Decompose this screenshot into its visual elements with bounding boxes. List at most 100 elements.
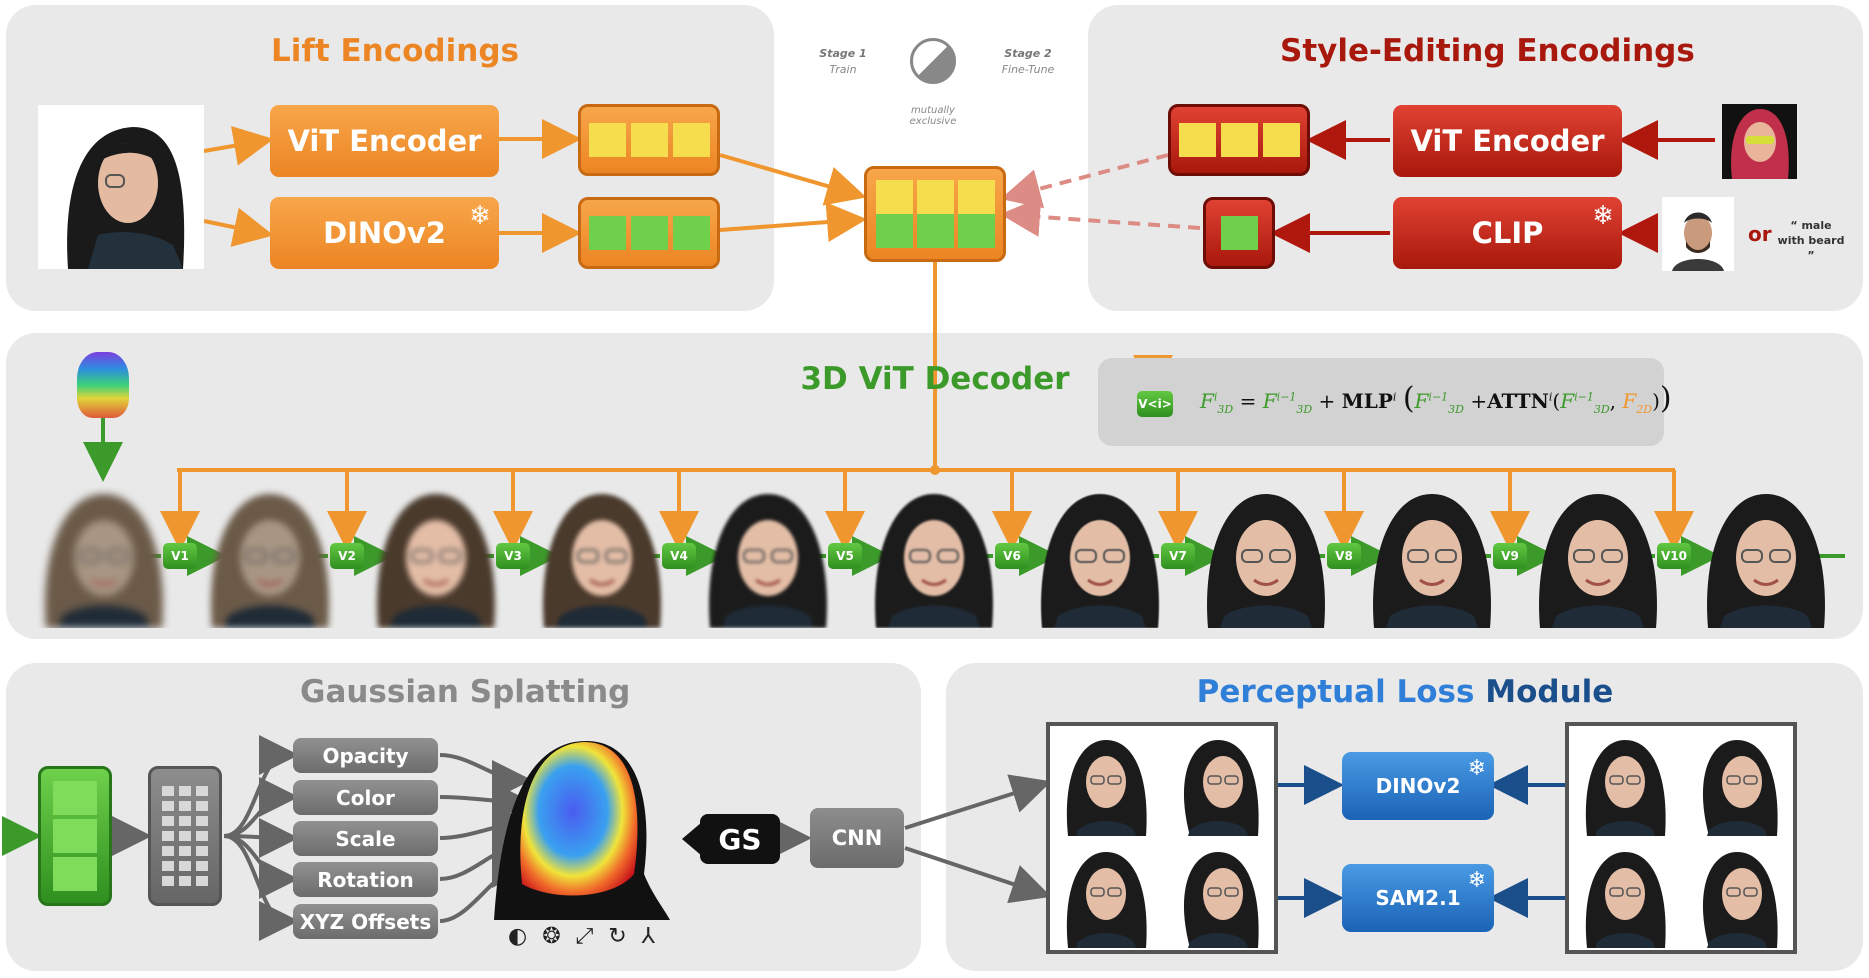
green-token <box>588 216 626 250</box>
perceptual-loss-title-blue: Perceptual Loss <box>1196 674 1475 710</box>
style-vit-encoder-label: ViT Encoder <box>1410 124 1605 158</box>
text-prompt-label: “ male with beard ” <box>1777 219 1845 262</box>
combined-tokens <box>864 166 1006 262</box>
camera-lens-icon <box>682 822 702 856</box>
yellow-token <box>1220 123 1258 157</box>
green-token <box>875 214 913 248</box>
rendered-views-grid <box>1046 722 1278 954</box>
decoded-face-render <box>1526 486 1670 628</box>
decoded-face-render <box>1194 486 1338 628</box>
decoder-stage-badge: V10 <box>1657 543 1691 569</box>
feature-token-stack <box>38 766 112 906</box>
style-vit-encoder-box: ViT Encoder <box>1393 105 1622 177</box>
frozen-snowflake-icon: ❄ <box>1467 756 1486 781</box>
decoder-stage-badge: V1 <box>163 543 197 569</box>
face-view-thumbnail <box>1569 838 1679 948</box>
decoder-stage-badge: V4 <box>662 543 696 569</box>
equation-box <box>1098 358 1664 446</box>
grid-cell <box>162 801 174 811</box>
yellow-token <box>588 123 626 157</box>
decoded-face-render <box>1694 486 1838 628</box>
green-token <box>957 214 995 248</box>
grid-cell <box>196 786 208 796</box>
yellow-token <box>672 123 710 157</box>
input-portrait-image <box>38 105 204 269</box>
grid-cell <box>162 876 174 886</box>
clip-box: CLIP ❄ <box>1393 197 1622 269</box>
stage1-label: Stage 1 <box>819 47 867 60</box>
grid-cell <box>196 846 208 856</box>
frozen-snowflake-icon: ❄ <box>1467 868 1486 893</box>
green-token <box>53 857 97 891</box>
decoder-block-vi: V<i> <box>1137 391 1173 417</box>
decoded-face-render <box>364 486 508 628</box>
gaussian-attribute-box: Opacity <box>293 738 438 773</box>
style-clip-token <box>1203 197 1275 269</box>
gaussian-grid-block <box>148 766 222 906</box>
colored-head-template-image <box>77 352 129 418</box>
mutually-exclusive-label: mutually exclusive <box>909 105 957 127</box>
yellow-token <box>1178 123 1216 157</box>
yellow-token <box>916 180 954 214</box>
decoder-equation: Fi3D = Fi−13D + MLPi (Fi−13D +ATTNi(Fi−1… <box>1200 381 1672 416</box>
lift-dinov2-label: DINOv2 <box>323 216 446 250</box>
face-view-thumbnail <box>1050 838 1160 948</box>
gs-label: GS <box>718 822 762 856</box>
lift-vit-encoder-box: ViT Encoder <box>270 105 499 177</box>
grid-cell <box>162 816 174 826</box>
decoded-face-render <box>32 486 176 628</box>
yellow-token <box>630 123 668 157</box>
gaussian-splatting-title: Gaussian Splatting <box>300 674 631 710</box>
gaussian-attribute-box: Rotation <box>293 862 438 897</box>
grid-cell <box>179 831 191 841</box>
gaussian-attribute-box: Color <box>293 780 438 815</box>
cnn-box: CNN <box>810 808 904 868</box>
gs-rasterizer-box: GS <box>700 814 780 864</box>
face-view-thumbnail <box>1681 726 1791 836</box>
lift-dino-tokens <box>578 197 720 269</box>
grid-cell <box>179 816 191 826</box>
stylized-avatar-image <box>1722 104 1797 179</box>
decoded-face-render <box>696 486 840 628</box>
green-token <box>630 216 668 250</box>
frozen-snowflake-icon: ❄ <box>469 201 491 231</box>
green-token <box>1220 216 1258 250</box>
green-token <box>916 214 954 248</box>
grid-cell <box>162 786 174 796</box>
gaussian-head-render <box>494 724 670 920</box>
face-view-thumbnail <box>1569 726 1679 836</box>
yellow-token <box>875 180 913 214</box>
yellow-token <box>1262 123 1300 157</box>
grid-cell <box>179 861 191 871</box>
lift-dinov2-box: DINOv2 ❄ <box>270 197 499 269</box>
decoder-title: 3D ViT Decoder <box>800 361 1070 397</box>
stage2-sublabel: Fine-Tune <box>1001 63 1055 76</box>
yellow-token <box>957 180 995 214</box>
lift-encodings-title: Lift Encodings <box>271 33 519 69</box>
grid-cell <box>196 876 208 886</box>
perceptual-loss-title-rest: Module <box>1474 674 1614 710</box>
decoder-stage-badge: V2 <box>330 543 364 569</box>
clip-label: CLIP <box>1471 216 1544 250</box>
grid-cell <box>196 816 208 826</box>
ground-truth-views-grid <box>1565 722 1797 954</box>
lift-vit-tokens <box>578 104 720 176</box>
decoded-face-render <box>1360 486 1504 628</box>
or-label: or <box>1748 222 1772 246</box>
green-token <box>672 216 710 250</box>
grid-cell <box>179 846 191 856</box>
green-token <box>53 819 97 853</box>
decoder-stage-badge: V8 <box>1327 543 1361 569</box>
cnn-label: CNN <box>831 826 883 850</box>
grid-cell <box>162 846 174 856</box>
face-view-thumbnail <box>1681 838 1791 948</box>
decoder-stage-badge: V5 <box>828 543 862 569</box>
decoder-stage-badge: V6 <box>995 543 1029 569</box>
grid-cell <box>196 831 208 841</box>
grid-cell <box>179 876 191 886</box>
green-token <box>53 781 97 815</box>
frozen-snowflake-icon: ❄ <box>1592 201 1614 231</box>
face-view-thumbnail <box>1050 726 1160 836</box>
reference-face-image <box>1662 197 1734 271</box>
style-vit-tokens <box>1168 104 1310 176</box>
